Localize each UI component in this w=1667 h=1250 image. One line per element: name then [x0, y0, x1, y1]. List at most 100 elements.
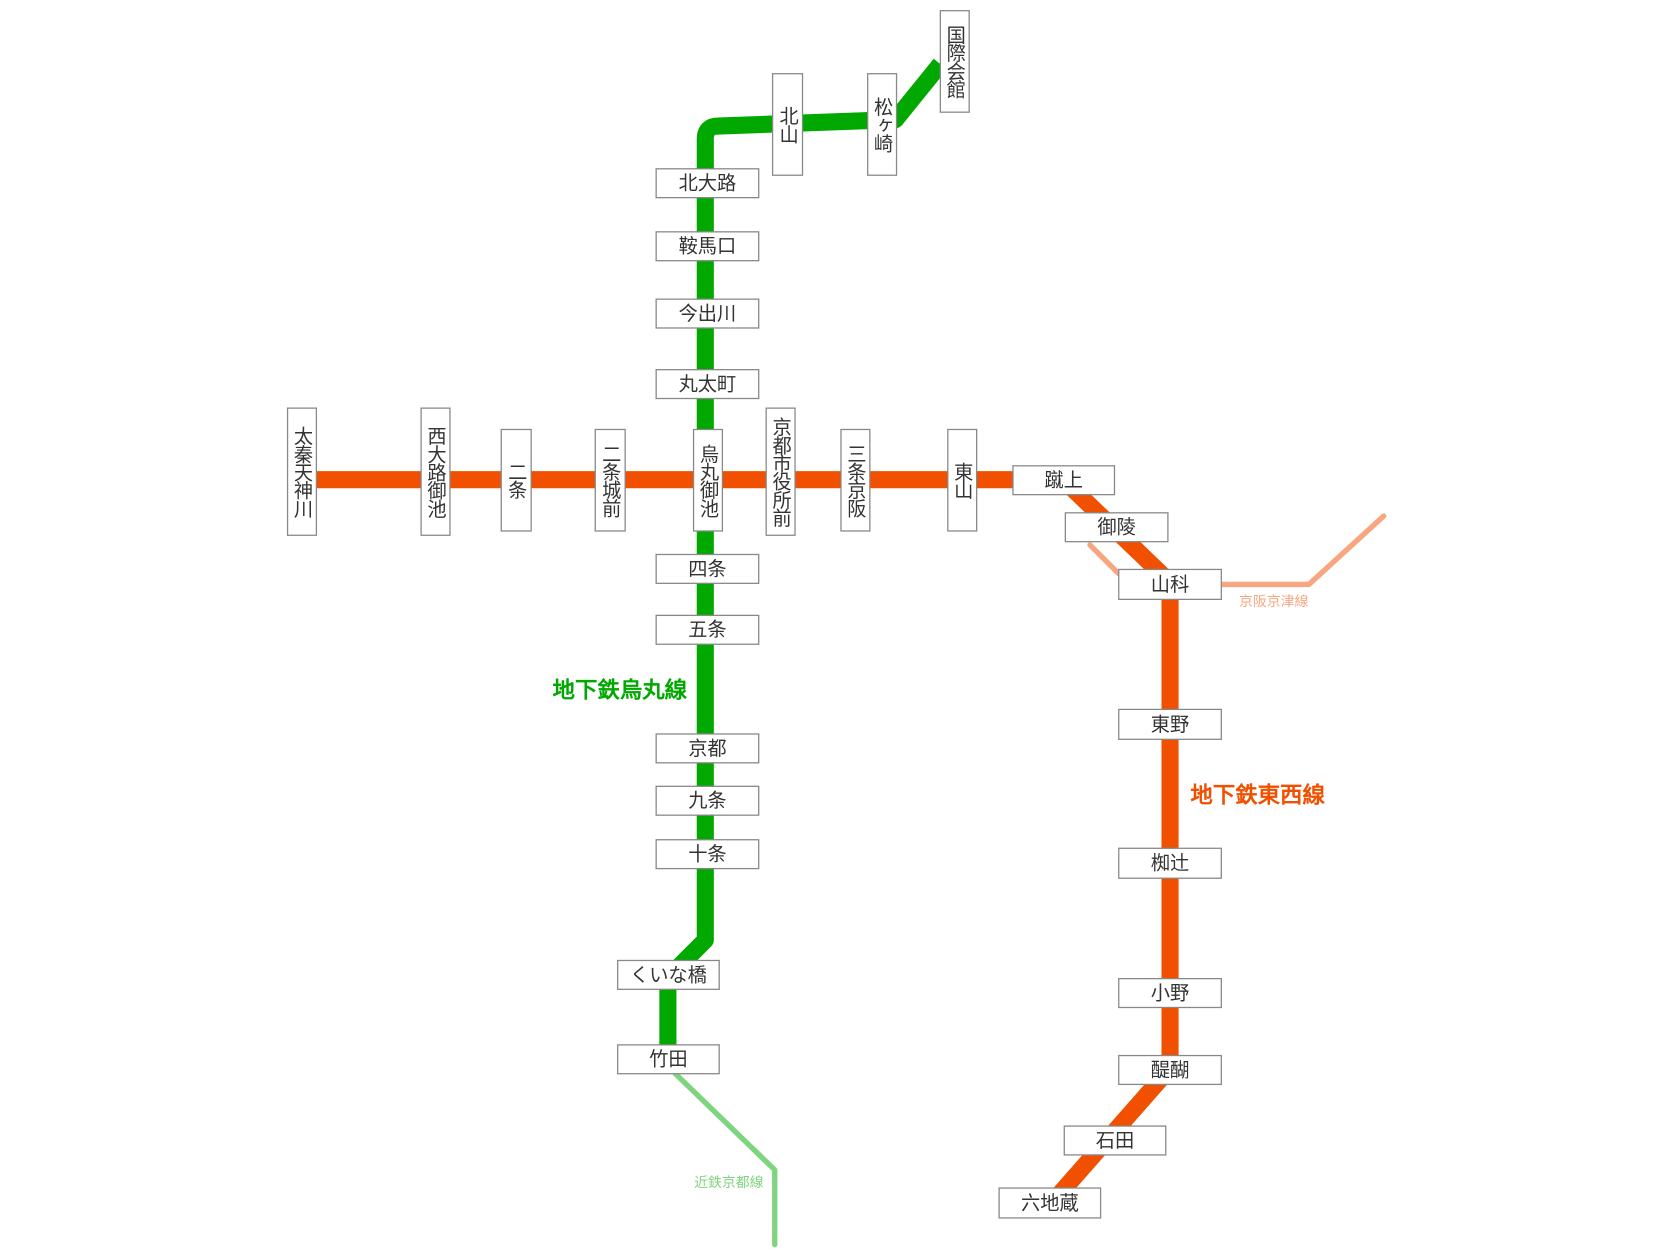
station-box: [655, 369, 760, 400]
station-name: 烏丸御池: [696, 444, 719, 517]
keihan-line-label: 京阪京津線: [1239, 594, 1309, 610]
station-nishioji[interactable]: 西大路御池: [420, 407, 451, 536]
station-box: [500, 428, 532, 532]
station-box: [617, 959, 720, 990]
station-name: 京都市役所前: [769, 417, 792, 527]
station-misasagi[interactable]: 御陵: [1064, 512, 1169, 543]
station-box: [1118, 977, 1222, 1009]
station-name: 国際会館: [943, 25, 966, 98]
station-name: 石田: [1096, 1129, 1134, 1152]
station-uzumasa[interactable]: 太秦天神川: [286, 407, 318, 536]
station-nagitsuji[interactable]: 椥辻: [1118, 847, 1222, 879]
station-name: 三条京阪: [844, 444, 867, 517]
station-box: [617, 1044, 720, 1075]
station-box: [840, 428, 871, 532]
station-name: 二条: [505, 462, 528, 499]
station-higashiyama[interactable]: 東山: [947, 428, 978, 532]
station-name: 醍醐: [1151, 1058, 1189, 1081]
kintetsu-line-label: 近鉄京都線: [694, 1175, 764, 1191]
station-box: [1064, 512, 1169, 543]
station-name: 北大路: [679, 172, 737, 195]
kintetsu-line: [672, 1071, 778, 1248]
station-name: 椥辻: [1151, 852, 1189, 875]
station-yamashina[interactable]: 山科: [1118, 568, 1222, 600]
station-name: 二条城前: [599, 444, 622, 517]
station-box: [655, 785, 760, 816]
station-matsugasaki[interactable]: 松ヶ崎: [867, 73, 898, 176]
station-box: [998, 1187, 1102, 1219]
station-box: [1118, 847, 1222, 879]
station-box: [939, 10, 970, 113]
station-name: 京都: [688, 737, 726, 760]
station-box: [655, 839, 760, 870]
station-kuinabashi[interactable]: くいな橋: [617, 959, 720, 990]
station-name: 鞍馬口: [679, 235, 737, 258]
station-box: [655, 733, 760, 764]
station-box: [692, 428, 724, 532]
station-marutamachi[interactable]: 丸太町: [655, 369, 760, 400]
station-box: [947, 428, 978, 532]
station-name: 竹田: [649, 1048, 687, 1071]
station-gojo[interactable]: 五条: [655, 614, 760, 645]
station-kitayama[interactable]: 北山: [771, 73, 804, 176]
station-kyoto[interactable]: 京都: [655, 733, 760, 764]
station-box: [1118, 1054, 1222, 1086]
station-box: [765, 407, 796, 536]
station-box: [1118, 708, 1222, 740]
station-name: 松ヶ崎: [871, 97, 894, 152]
station-box: [420, 407, 451, 536]
station-box: [1063, 1125, 1167, 1156]
station-name: 山科: [1151, 573, 1189, 596]
station-box: [1118, 568, 1222, 600]
station-takeda[interactable]: 竹田: [617, 1044, 720, 1075]
station-name: 北山: [776, 106, 799, 143]
station-name: 蹴上: [1045, 469, 1083, 492]
tozai-line-label: 地下鉄東西線: [1190, 781, 1325, 808]
station-box: [655, 231, 760, 262]
station-kujo[interactable]: 九条: [655, 785, 760, 816]
station-name: 東野: [1151, 713, 1189, 736]
station-box: [655, 168, 760, 199]
station-rokujizo[interactable]: 六地蔵: [998, 1187, 1102, 1219]
station-name: 四条: [688, 557, 726, 580]
station-name: くいな橋: [630, 963, 707, 986]
station-keage[interactable]: 蹴上: [1012, 465, 1116, 496]
station-shijo[interactable]: 四条: [655, 553, 760, 584]
station-box: [1012, 465, 1116, 496]
station-name: 西大路御池: [424, 426, 447, 518]
station-box: [655, 614, 760, 645]
keihan-line: [1218, 513, 1387, 588]
station-daigo[interactable]: 醍醐: [1118, 1054, 1222, 1086]
station-box: [286, 407, 318, 536]
karasuma-line-label: 地下鉄烏丸線: [553, 677, 688, 704]
station-name: 今出川: [679, 302, 737, 325]
karasuma-line: [659, 58, 947, 1058]
station-name: 九条: [688, 789, 726, 812]
station-box: [594, 428, 626, 532]
station-higashino[interactable]: 東野: [1118, 708, 1222, 740]
station-name: 小野: [1151, 981, 1189, 1004]
station-kokusaikaikan[interactable]: 国際会館: [939, 10, 970, 113]
station-box: [655, 553, 760, 584]
keihan-line: [1087, 542, 1122, 577]
station-name: 東山: [951, 462, 974, 499]
station-shiyakusho[interactable]: 京都市役所前: [765, 407, 796, 536]
station-name: 丸太町: [679, 372, 737, 395]
station-name: 十条: [688, 843, 726, 866]
station-imadegawa[interactable]: 今出川: [655, 298, 760, 329]
station-name: 六地蔵: [1021, 1191, 1079, 1214]
station-kitaoji[interactable]: 北大路: [655, 168, 760, 199]
station-box: [867, 73, 898, 176]
station-karasumaoike[interactable]: 烏丸御池: [692, 428, 724, 532]
station-name: 御陵: [1097, 516, 1135, 539]
station-nijojomae[interactable]: 二条城前: [594, 428, 626, 532]
station-box: [655, 298, 760, 329]
station-ishida[interactable]: 石田: [1063, 1125, 1167, 1156]
station-nijo[interactable]: 二条: [500, 428, 532, 532]
station-name: 五条: [688, 618, 726, 641]
station-kuramaguchi[interactable]: 鞍馬口: [655, 231, 760, 262]
station-sanjokeihan[interactable]: 三条京阪: [840, 428, 871, 532]
station-jujo[interactable]: 十条: [655, 839, 760, 870]
station-ono[interactable]: 小野: [1118, 977, 1222, 1009]
